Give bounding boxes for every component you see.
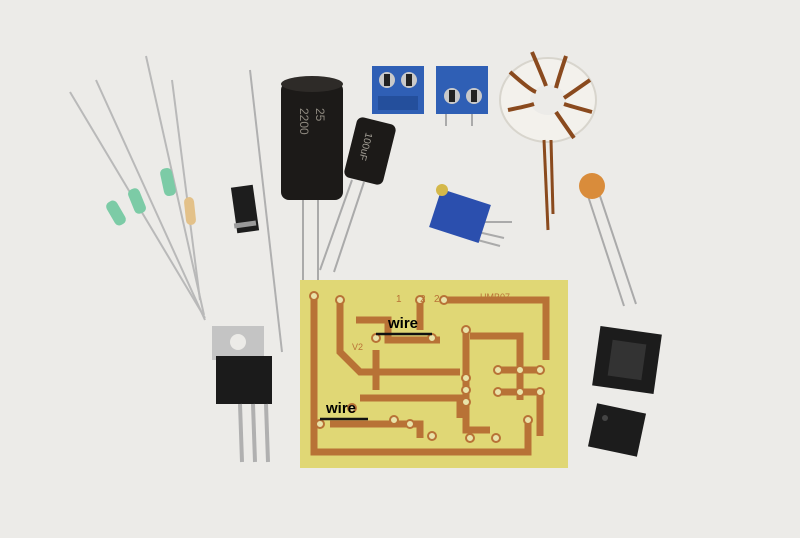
wire-label-top: wire [388, 315, 419, 332]
wire-label-bottom: wire [326, 400, 357, 417]
pcb-silkscreen-1: 1 [396, 294, 402, 305]
resistors [69, 55, 206, 321]
pcb-silkscreen-2: 2 [420, 294, 426, 305]
terminal-block-right [436, 66, 488, 126]
resistor-bodies [106, 167, 196, 226]
dip-ic [587, 403, 647, 457]
capacitor-small: 100uF [319, 117, 396, 273]
ceramic-capacitor [579, 173, 637, 307]
capacitor-large-marking-1: 25 [313, 108, 327, 122]
trimmer-potentiometer [429, 184, 512, 247]
capacitor-large: 25 2200 [281, 76, 343, 290]
dip-socket [592, 325, 662, 395]
toroid-inductor [499, 51, 597, 231]
pcb-board: 1 2 2 HMB07 V2 [300, 280, 568, 468]
pcb-silkscreen-id: HMB07 [480, 292, 510, 302]
voltage-regulator [212, 326, 272, 463]
terminal-block-left [372, 66, 424, 114]
capacitor-large-marking-2: 2200 [297, 108, 311, 135]
diode [230, 69, 283, 353]
pcb-silkscreen-3: 2 [434, 294, 440, 305]
pcb-silkscreen-v2: V2 [352, 342, 363, 352]
